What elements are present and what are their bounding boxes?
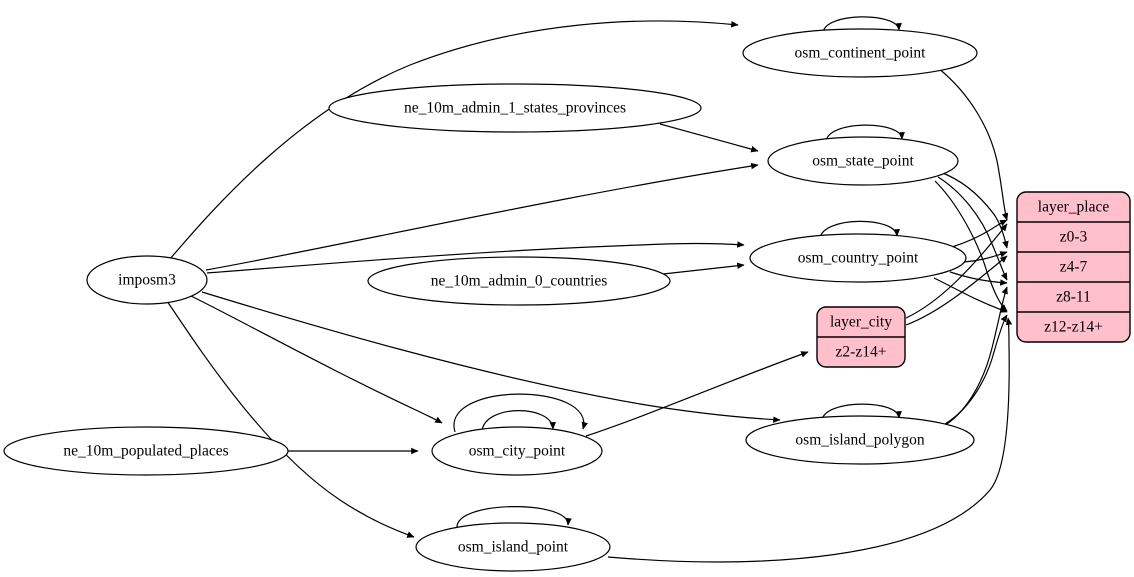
edge-ne-countries-to-osm-country-point xyxy=(662,262,745,275)
node-osm-state-point-shape[interactable] xyxy=(767,136,959,186)
node-ne-10m-admin-1-states-provinces[interactable]: ne_10m_admin_1_states_provinces xyxy=(328,83,702,133)
nodes-layer: imposm3 ne_10m_admin_1_states_provinces … xyxy=(3,28,978,572)
node-ne-10m-admin-0-countries[interactable]: ne_10m_admin_0_countries xyxy=(367,256,671,306)
node-osm-state-point-label: osm_state_point xyxy=(812,153,914,170)
node-imposm3[interactable]: imposm3 xyxy=(86,255,208,305)
node-ne-countries-label: ne_10m_admin_0_countries xyxy=(431,273,608,290)
self-loop-osm-country-point xyxy=(819,220,900,240)
edge-osm-country-point-to-layer-place-z0-3 xyxy=(951,219,1008,248)
edge-osm-state-point-to-layer-place-z8-11 xyxy=(937,176,1008,281)
edge-osm-continent-point-to-layer-place-z0-3 xyxy=(937,67,1009,221)
node-osm-country-point[interactable]: osm_country_point xyxy=(749,233,967,283)
record-layer-place-row-z8-11[interactable]: z8-11 xyxy=(1056,289,1091,306)
record-layer-place-row-z12-z14[interactable]: z12-z14+ xyxy=(1044,319,1103,336)
edge-imposm3-to-osm-island-polygon xyxy=(201,291,781,423)
node-osm-continent-point[interactable]: osm_continent_point xyxy=(742,28,978,78)
node-osm-continent-point-label: osm_continent_point xyxy=(795,45,927,62)
node-imposm3-label: imposm3 xyxy=(118,272,176,289)
edge-ne-states-to-osm-state-point xyxy=(659,123,759,153)
edge-osm-island-polygon-to-layer-place-z12-z14 xyxy=(944,314,1008,425)
edge-imposm3-to-osm-island-point xyxy=(166,300,415,538)
node-osm-island-polygon-shape[interactable] xyxy=(745,415,975,465)
record-layer-city[interactable]: layer_city z2-z14+ xyxy=(816,306,906,368)
edge-imposm3-to-osm-continent-point xyxy=(169,20,739,260)
node-ne-populated-shape[interactable] xyxy=(3,426,289,476)
node-ne-10m-populated-places[interactable]: ne_10m_populated_places xyxy=(3,426,289,476)
self-loop-osm-island-point xyxy=(456,506,572,529)
node-osm-country-point-label: osm_country_point xyxy=(798,250,919,267)
record-layer-place[interactable]: layer_place z0-3 z4-7 z8-11 z12-z14+ xyxy=(1016,191,1131,343)
edge-imposm3-to-osm-state-point xyxy=(205,162,759,271)
self-loop-osm-city-point-outer xyxy=(453,393,588,433)
edge-imposm3-to-osm-country-point xyxy=(206,241,745,274)
record-layer-place-row-z4-7[interactable]: z4-7 xyxy=(1060,259,1088,276)
edge-layer-city-to-layer-place-z4-7 xyxy=(905,255,1008,326)
edge-osm-island-point-to-layer-place-z12-z14 xyxy=(607,317,1013,563)
records-layer: layer_place z0-3 z4-7 z8-11 z12-z14+ lay… xyxy=(816,191,1131,368)
edge-osm-country-point-to-layer-place-z12-z14 xyxy=(933,277,1008,313)
node-osm-island-point-shape[interactable] xyxy=(415,522,611,572)
record-layer-place-row-z0-3[interactable]: z0-3 xyxy=(1060,229,1088,246)
self-loop-osm-state-point xyxy=(825,124,905,143)
node-imposm3-shape[interactable] xyxy=(86,255,208,305)
record-layer-place-title: layer_place xyxy=(1038,199,1110,216)
node-osm-state-point[interactable]: osm_state_point xyxy=(767,136,959,186)
node-osm-city-point-shape[interactable] xyxy=(431,426,603,476)
node-osm-continent-point-shape[interactable] xyxy=(742,28,978,78)
record-layer-city-row-z2-z14[interactable]: z2-z14+ xyxy=(836,344,887,361)
node-ne-states-label: ne_10m_admin_1_states_provinces xyxy=(404,100,626,117)
node-osm-city-point[interactable]: osm_city_point xyxy=(431,426,603,476)
edge-layer-city-to-layer-place-z0-3 xyxy=(905,223,1008,319)
node-osm-country-point-shape[interactable] xyxy=(749,233,967,283)
edges-layer xyxy=(166,16,1013,563)
edge-osm-state-point-to-layer-place-z12-z14 xyxy=(934,180,1008,312)
node-osm-island-point-label: osm_island_point xyxy=(458,539,569,556)
node-osm-island-polygon-label: osm_island_polygon xyxy=(795,432,924,449)
edge-osm-country-point-to-layer-place-z4-7 xyxy=(963,251,1008,263)
edge-imposm3-to-osm-city-point xyxy=(190,295,443,424)
node-ne-states-shape[interactable] xyxy=(328,83,702,133)
node-osm-island-point[interactable]: osm_island_point xyxy=(415,522,611,572)
self-loop-osm-island-polygon xyxy=(821,403,902,422)
node-osm-island-polygon[interactable]: osm_island_polygon xyxy=(745,415,975,465)
edge-osm-country-point-to-layer-place-z8-11 xyxy=(949,271,1008,286)
self-loop-osm-city-point-inner xyxy=(481,410,556,433)
record-layer-place-body[interactable] xyxy=(1016,191,1131,343)
node-osm-city-point-label: osm_city_point xyxy=(469,443,566,460)
self-loop-osm-continent-point xyxy=(822,16,902,34)
record-layer-city-title: layer_city xyxy=(830,314,892,331)
edge-osm-city-point-to-layer-city xyxy=(585,351,809,437)
edge-osm-state-point-to-layer-place-z4-7 xyxy=(939,171,1009,249)
node-ne-populated-label: ne_10m_populated_places xyxy=(63,443,228,460)
node-ne-countries-shape[interactable] xyxy=(367,256,671,306)
